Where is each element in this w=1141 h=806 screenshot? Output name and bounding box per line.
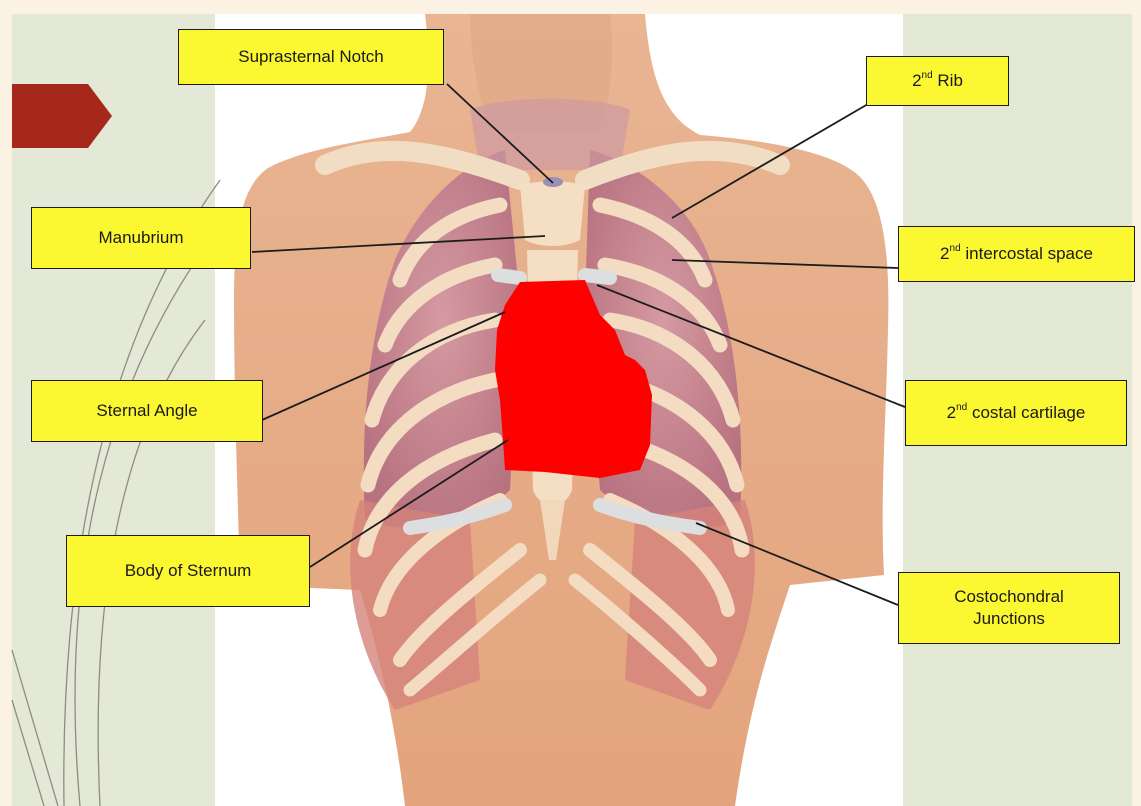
label-sternal-angle: Sternal Angle xyxy=(31,380,263,442)
label-second-costal-cartilage-text: 2nd costal cartilage xyxy=(947,402,1086,424)
label-second-intercostal-space: 2nd intercostal space xyxy=(898,226,1135,282)
label-body-of-sternum-text: Body of Sternum xyxy=(125,560,252,582)
label-costochondral-junctions: Costochondral Junctions xyxy=(898,572,1120,644)
label-suprasternal-notch-text: Suprasternal Notch xyxy=(238,46,384,68)
label-manubrium-text: Manubrium xyxy=(98,227,183,249)
label-second-costal-cartilage: 2nd costal cartilage xyxy=(905,380,1127,446)
label-costochondral-junctions-line1: Costochondral xyxy=(954,586,1064,608)
label-manubrium: Manubrium xyxy=(31,207,251,269)
label-second-rib-text: 2nd Rib xyxy=(912,70,963,92)
label-second-rib: 2nd Rib xyxy=(866,56,1009,106)
label-second-intercostal-space-text: 2nd intercostal space xyxy=(940,243,1093,265)
upper-lung-apex xyxy=(470,99,630,170)
label-body-of-sternum: Body of Sternum xyxy=(66,535,310,607)
label-suprasternal-notch: Suprasternal Notch xyxy=(178,29,444,85)
label-sternal-angle-text: Sternal Angle xyxy=(96,400,197,422)
label-costochondral-junctions-line2: Junctions xyxy=(973,608,1045,630)
